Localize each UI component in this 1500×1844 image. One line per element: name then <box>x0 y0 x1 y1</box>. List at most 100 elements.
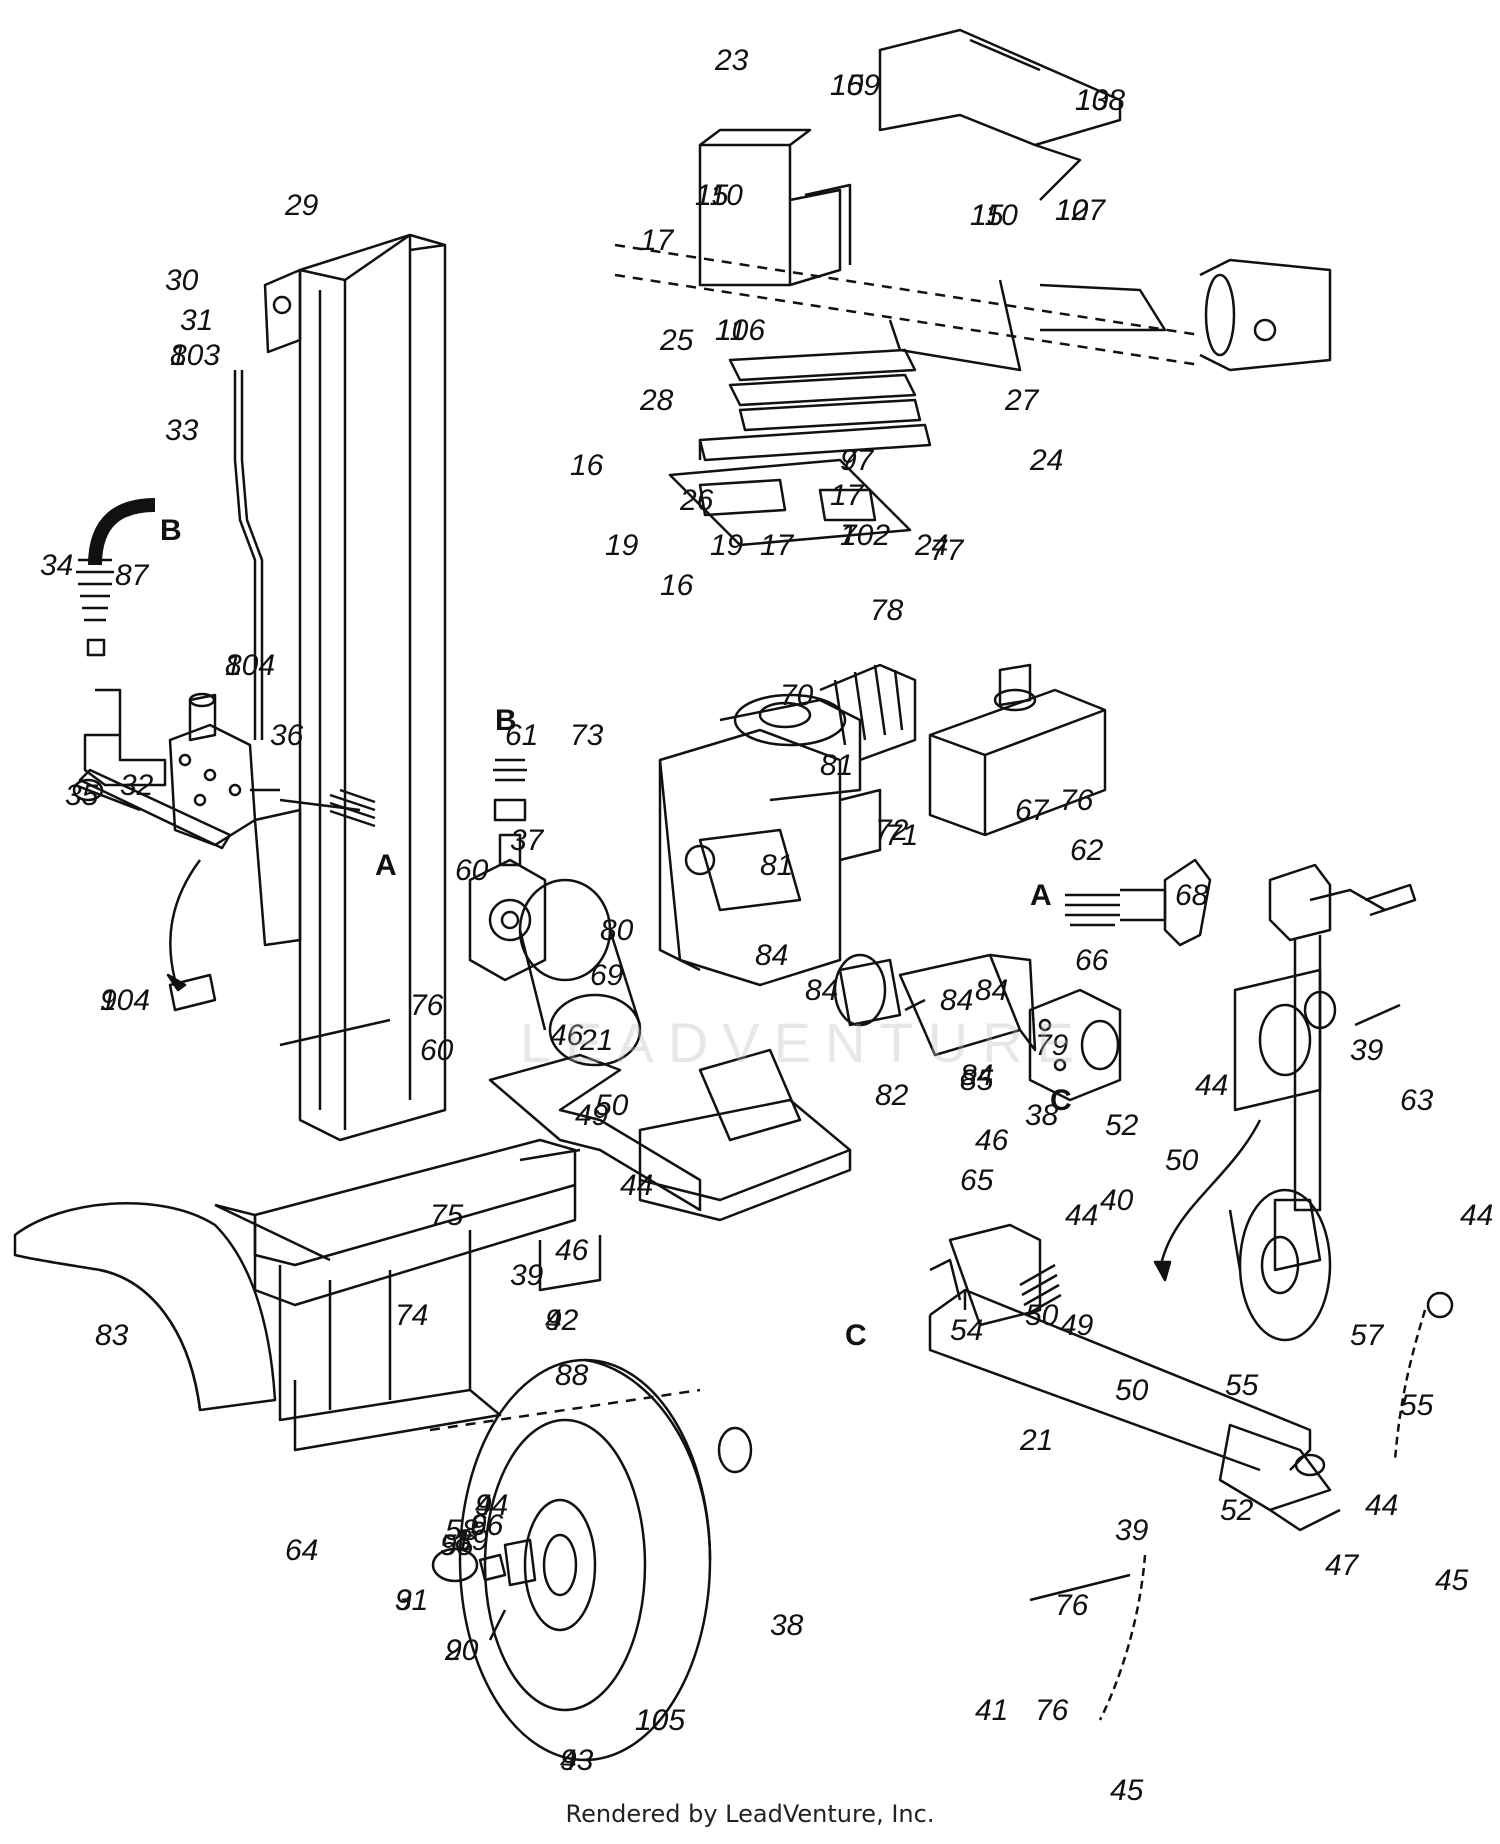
part-callout-87: 87 <box>115 559 150 592</box>
hub-parts <box>431 1538 537 1641</box>
beam-top-bracket <box>263 268 302 354</box>
part-callout-52: 52 <box>1105 1109 1139 1142</box>
part-callout-49: 49 <box>575 1099 609 1132</box>
wheel-tire <box>458 1358 712 1762</box>
hydraulic-pump <box>1028 988 1122 1102</box>
part-callout-52: 52 <box>1220 1494 1254 1527</box>
part-callout-44: 44 <box>1195 1069 1228 1102</box>
part-callout-65: 65 <box>960 1164 994 1197</box>
wheel-fender <box>13 1202 277 1412</box>
part-callout-4: 4 <box>560 1744 577 1777</box>
part-callout-46: 46 <box>550 1019 584 1052</box>
part-callout-94: 94 <box>475 1489 508 1522</box>
part-callout-93: 93 <box>560 1744 594 1777</box>
hydraulic-tube <box>233 370 264 740</box>
part-callout-39: 39 <box>510 1259 544 1292</box>
bearing <box>717 1426 753 1474</box>
tongue-spring <box>1019 1263 1062 1317</box>
guide-lines <box>429 1119 1262 1432</box>
part-callout-110: 110 <box>695 179 743 212</box>
part-callout-5: 5 <box>440 1529 457 1562</box>
part-callout-76: 76 <box>1060 784 1094 817</box>
part-callout-54: 54 <box>950 1314 983 1347</box>
beam-mount-bracket <box>253 808 302 947</box>
part-callout-39: 39 <box>1115 1514 1149 1547</box>
part-callout-109: 109 <box>830 69 880 102</box>
part-callout-10: 10 <box>635 1704 669 1737</box>
part-callout-41: 41 <box>975 1694 1008 1727</box>
part-callout-61: 61 <box>505 719 538 752</box>
part-callout-89: 89 <box>455 1524 489 1557</box>
part-callout-7: 7 <box>840 444 858 477</box>
part-callout-11: 11 <box>715 314 746 347</box>
part-callout-44: 44 <box>1065 1199 1098 1232</box>
beam-tongue <box>488 1053 702 1292</box>
part-callout-4: 4 <box>475 1489 492 1522</box>
part-callout-90: 90 <box>445 1634 479 1667</box>
part-callout-15: 15 <box>695 179 729 212</box>
part-callout-64: 64 <box>285 1534 318 1567</box>
part-callout-62: 62 <box>1070 834 1104 867</box>
filter-head <box>468 858 547 982</box>
connection-letter-c: C <box>845 1319 867 1352</box>
part-callout-46: 46 <box>555 1234 589 1267</box>
connection-letter-a: A <box>375 849 397 882</box>
jack-stand <box>1233 863 1417 1342</box>
part-callout-39: 39 <box>1350 1034 1384 1067</box>
part-callout-46: 46 <box>975 1124 1009 1157</box>
part-callout-37: 37 <box>510 824 545 857</box>
part-callout-26: 26 <box>679 484 714 517</box>
part-callout-83: 83 <box>95 1319 129 1352</box>
part-callout-60: 60 <box>455 854 489 887</box>
control-valve <box>168 692 280 847</box>
part-callout-17: 17 <box>760 529 795 562</box>
hose-to-fitting <box>166 859 217 1012</box>
part-callout-110: 110 <box>970 199 1018 232</box>
pump-housing <box>898 953 1037 1057</box>
part-callout-17: 17 <box>830 479 865 512</box>
part-callout-84: 84 <box>755 939 788 972</box>
valve-handle <box>72 768 232 850</box>
part-callout-84: 84 <box>940 984 973 1017</box>
part-callout-19: 19 <box>710 529 744 562</box>
connection-letter-a: A <box>1030 879 1052 912</box>
part-callout-6: 6 <box>470 1509 487 1542</box>
part-callout-68: 68 <box>1175 879 1209 912</box>
part-callout-76: 76 <box>410 989 444 1022</box>
part-callout-71: 71 <box>885 819 918 852</box>
part-callout-97: 97 <box>840 444 875 477</box>
part-callout-8: 8 <box>170 339 187 372</box>
part-callout-30: 30 <box>165 264 199 297</box>
part-callout-72: 72 <box>875 814 909 847</box>
part-callout-58: 58 <box>445 1514 479 1547</box>
part-callout-47: 47 <box>1325 1549 1360 1582</box>
part-callout-107: 107 <box>1055 194 1106 227</box>
part-callout-67: 67 <box>1015 794 1050 827</box>
engine-plate <box>638 1048 852 1222</box>
part-callout-15: 15 <box>830 69 864 102</box>
part-callout-81: 81 <box>820 749 853 782</box>
watermark: LEADVENTURE <box>520 1011 1088 1074</box>
part-callout-44: 44 <box>1460 1199 1493 1232</box>
part-callout-9: 9 <box>100 984 117 1017</box>
hydraulic-cylinder <box>614 243 1332 372</box>
part-callout-104: 104 <box>100 984 150 1017</box>
tow-tongue <box>928 1288 1341 1532</box>
part-callout-2: 2 <box>444 1634 462 1667</box>
vertical-beam <box>298 233 447 1142</box>
part-callout-17: 17 <box>640 224 675 257</box>
part-callout-76: 76 <box>1035 1694 1069 1727</box>
part-callout-73: 73 <box>570 719 604 752</box>
part-callout-69: 69 <box>590 959 624 992</box>
wedge-plates <box>668 348 932 547</box>
part-callout-8: 8 <box>225 649 242 682</box>
part-callout-40: 40 <box>1100 1184 1134 1217</box>
part-callout-76: 76 <box>1055 1589 1089 1622</box>
part-callout-106: 106 <box>715 314 765 347</box>
connection-letter-b: B <box>495 704 517 737</box>
pressure-hose-a <box>279 788 376 828</box>
part-callout-34: 34 <box>40 549 73 582</box>
part-callout-50: 50 <box>1025 1299 1059 1332</box>
part-callout-96: 96 <box>470 1509 504 1542</box>
